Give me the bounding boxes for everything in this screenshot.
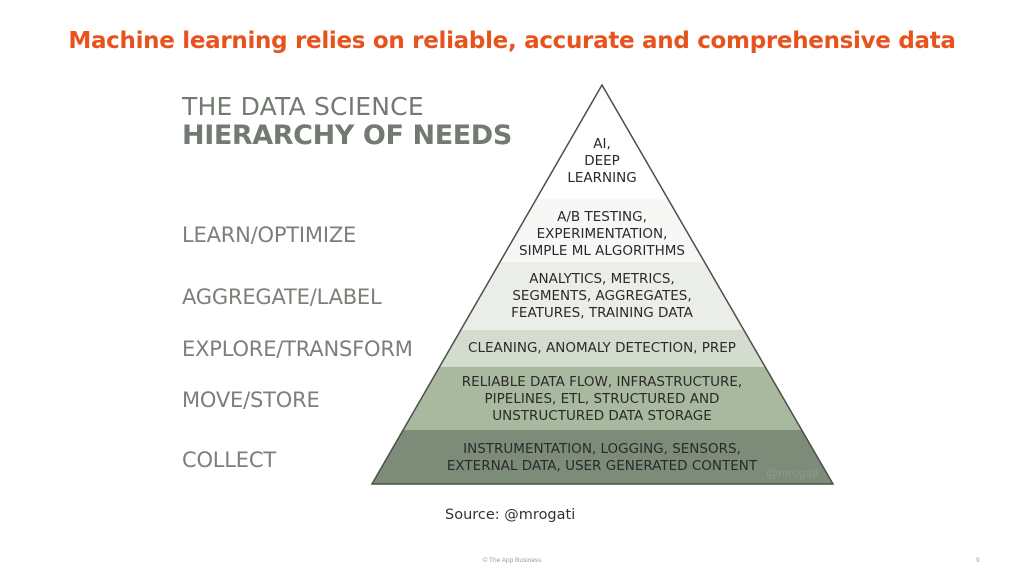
- tier-4-line-1: CLEANING, ANOMALY DETECTION, PREP: [468, 340, 736, 356]
- pyramid-tier-5: [403, 367, 802, 430]
- tier-5-line-1: RELIABLE DATA FLOW, INFRASTRUCTURE,: [461, 374, 743, 390]
- stage-label-collect: COLLECT: [182, 448, 276, 472]
- source-caption: Source: @mrogati: [445, 507, 576, 523]
- stage-label-explore-transform: EXPLORE/TRANSFORM: [182, 337, 413, 361]
- pyramid-tier-1: [536, 85, 668, 199]
- tier-text-instrumentation: INSTRUMENTATION, LOGGING, SENSORS, EXTER…: [427, 441, 777, 475]
- tier-6-line-1: INSTRUMENTATION, LOGGING, SENSORS,: [463, 441, 741, 457]
- tier-text-ai: AI, DEEP LEARNING: [552, 136, 652, 187]
- pyramid-tier-6: [372, 430, 833, 484]
- pyramid-tier-3: [460, 262, 744, 330]
- hierarchy-heading-line1: THE DATA SCIENCE: [182, 92, 424, 121]
- footer-copyright: © The App Business: [482, 557, 542, 564]
- tier-2-line-2: EXPERIMENTATION,: [536, 226, 668, 242]
- hierarchy-heading-line2: HIERARCHY OF NEEDS: [182, 120, 512, 151]
- pyramid-outline: [370, 83, 835, 485]
- tier-text-analytics: ANALYTICS, METRICS, SEGMENTS, AGGREGATES…: [492, 271, 712, 322]
- tier-3-line-2: SEGMENTS, AGGREGATES,: [512, 288, 692, 304]
- tier-6-line-2: EXTERNAL DATA, USER GENERATED CONTENT: [446, 458, 758, 474]
- tier-1-line-2: DEEP: [584, 153, 620, 169]
- tier-3-line-3: FEATURES, TRAINING DATA: [511, 305, 693, 321]
- tier-2-line-1: A/B TESTING,: [557, 209, 647, 225]
- tier-1-line-1: AI,: [593, 136, 611, 152]
- pyramid-tier-2: [500, 199, 705, 262]
- stage-label-learn-optimize: LEARN/OPTIMIZE: [182, 223, 357, 247]
- pyramid-tier-4: [439, 330, 766, 367]
- tier-1-line-3: LEARNING: [567, 170, 637, 186]
- stage-label-move-store: MOVE/STORE: [182, 388, 320, 412]
- slide-title: Machine learning relies on reliable, acc…: [68, 28, 956, 54]
- tier-text-ab-testing: A/B TESTING, EXPERIMENTATION, SIMPLE ML …: [502, 209, 702, 260]
- tier-2-line-3: SIMPLE ML ALGORITHMS: [519, 243, 685, 259]
- tier-3-line-1: ANALYTICS, METRICS,: [529, 271, 675, 287]
- tier-5-line-3: UNSTRUCTURED DATA STORAGE: [492, 408, 712, 424]
- stage-label-aggregate-label: AGGREGATE/LABEL: [182, 285, 382, 309]
- tier-text-data-flow: RELIABLE DATA FLOW, INFRASTRUCTURE, PIPE…: [437, 374, 767, 425]
- watermark: @mrogati: [766, 466, 819, 480]
- tier-5-line-2: PIPELINES, ETL, STRUCTURED AND: [484, 391, 720, 407]
- tier-text-cleaning: CLEANING, ANOMALY DETECTION, PREP: [452, 340, 752, 357]
- page-number: 9: [976, 557, 980, 564]
